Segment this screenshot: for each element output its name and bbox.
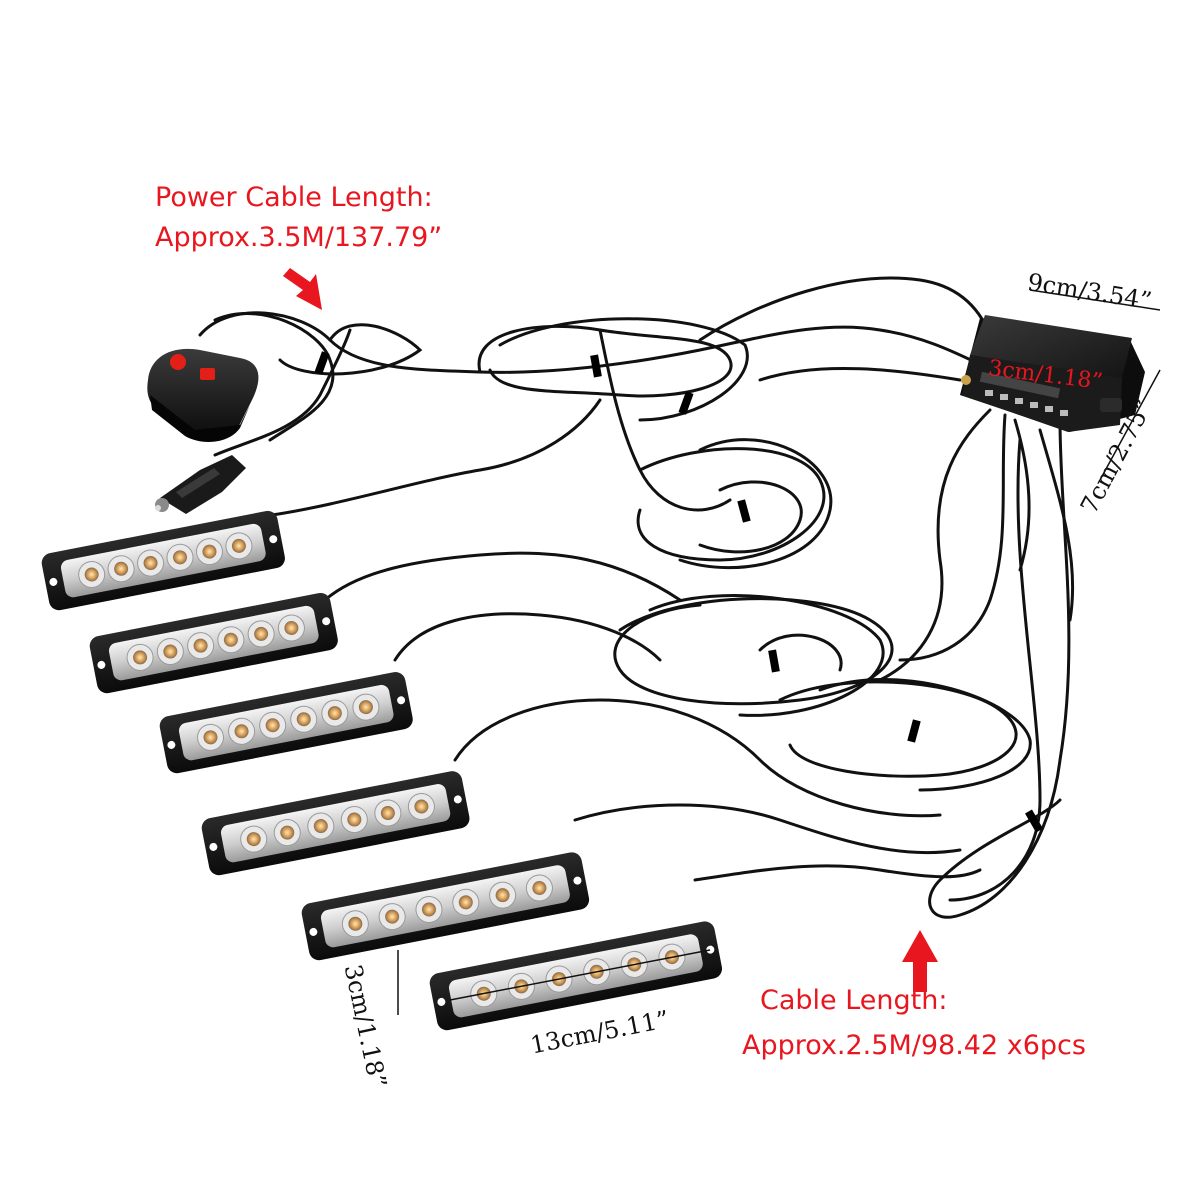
led <box>358 700 373 715</box>
led <box>143 556 158 571</box>
led <box>380 806 395 821</box>
led <box>193 638 208 653</box>
led <box>296 712 311 727</box>
arrows <box>283 268 938 992</box>
led <box>246 832 261 847</box>
led <box>265 718 280 733</box>
led <box>231 538 246 553</box>
light-bar <box>41 510 285 611</box>
light-bar <box>89 592 338 694</box>
control-box <box>960 315 1145 432</box>
led <box>347 812 362 827</box>
power-cable-title: Power Cable Length: <box>155 182 433 213</box>
arrow-power-cable-icon <box>283 268 322 310</box>
light-bar <box>301 852 590 961</box>
led <box>327 706 342 721</box>
led <box>223 632 238 647</box>
led <box>313 819 328 834</box>
led <box>280 825 295 840</box>
light-bar <box>201 771 470 876</box>
power-cable-value: Approx.3.5M/137.79” <box>155 222 443 253</box>
cigarette-lighter-plug <box>155 455 246 514</box>
led <box>203 730 218 745</box>
led <box>254 626 269 641</box>
led <box>348 916 363 931</box>
red-rocker-switch <box>200 368 215 380</box>
cable-length-value: Approx.2.5M/98.42 x6pcs <box>742 1030 1086 1061</box>
cable-ties <box>314 351 1043 833</box>
led <box>414 799 429 814</box>
led <box>114 561 129 576</box>
light-bar <box>159 672 413 774</box>
led <box>202 544 217 559</box>
cable-bundle <box>198 276 1075 919</box>
led <box>495 888 510 903</box>
led <box>133 650 148 665</box>
led <box>385 909 400 924</box>
dimension-lines <box>397 289 1161 1015</box>
switch-box <box>147 348 259 442</box>
led <box>234 724 249 739</box>
red-switch-button <box>170 354 186 370</box>
led <box>532 881 547 896</box>
led <box>173 550 188 565</box>
led <box>84 567 99 582</box>
arrow-cable-icon <box>902 930 938 992</box>
led <box>458 895 473 910</box>
cable-length-title: Cable Length: <box>760 985 948 1016</box>
led <box>163 644 178 659</box>
light-bars <box>41 510 723 1031</box>
led <box>284 621 299 636</box>
led <box>421 902 436 917</box>
